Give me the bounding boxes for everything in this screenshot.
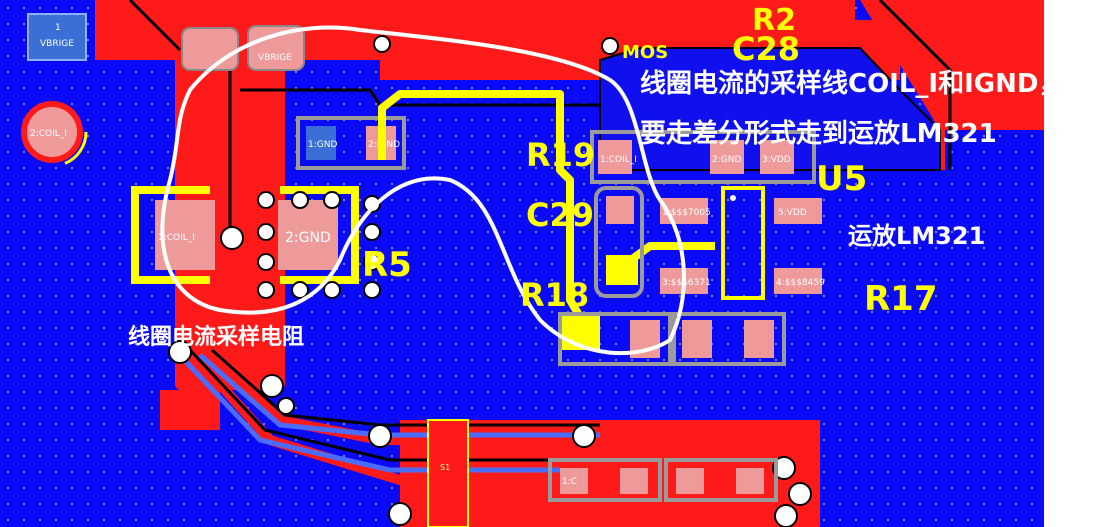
r17-outline: [672, 312, 786, 366]
vbrige-pad-label: VBRIGE: [40, 39, 74, 49]
pad-top-mid: [181, 27, 239, 71]
sense-trace-end: [560, 312, 600, 350]
vbrige-pad-2-label: VBRIGE: [258, 53, 292, 63]
r5-vias: [168, 35, 812, 527]
bottom-pad-1-label: 1:C: [562, 477, 577, 487]
vbrige-pad-number: 1: [55, 23, 61, 33]
gnd-pad-label: 1:GND: [308, 140, 337, 150]
gnd-pad: [306, 126, 336, 160]
lm321-pad-5: [774, 198, 822, 224]
lm321-pin1-dot: [730, 195, 736, 201]
bottom-pad-2: [620, 468, 648, 494]
bottom-pad-1: [560, 468, 588, 494]
r17-pad-right: [744, 320, 774, 358]
lm321-pad-5-label: 5:VDD: [778, 208, 807, 218]
r5-silkscreen-left: [131, 186, 210, 284]
annotation-line-1: 线圈电流的采样线COIL_I和IGND，: [640, 68, 1064, 99]
trace-clearance: [128, 0, 952, 462]
coil-terminal-label: 2:COIL_I: [30, 129, 67, 139]
u5-pad-coil-label: 1:COIL_I: [600, 155, 637, 165]
lm321-pad-3-label: 3:$$$6371: [662, 278, 711, 288]
r5-gnd-pad-label: 2:GND: [285, 230, 331, 246]
r5-silkscreen-right: [280, 186, 359, 284]
annotation-opamp: 运放LM321: [848, 222, 985, 250]
c28-label: C28: [732, 30, 800, 68]
annotation-resistor: 线圈电流采样电阻: [128, 324, 304, 350]
bottom-component-a-label: S1: [440, 463, 450, 472]
lm321-pad-1-label: 1:$$$7005: [662, 208, 711, 218]
bottom-component-a: [427, 419, 469, 527]
igdn-component-outline: [296, 116, 406, 170]
u5-pad-coil: [598, 140, 632, 174]
copper-pour-region: [599, 47, 941, 171]
u5-outline: [590, 130, 816, 184]
bottom-pad-3: [676, 468, 704, 494]
coil-terminal-ring: [16, 96, 88, 168]
r18-label: R18: [520, 276, 589, 314]
annotation-line-2: 要走差分形式走到运放LM321: [640, 118, 997, 149]
bottom-component-b: [548, 458, 662, 502]
r5-coil-pad-label: 1:COIL_I: [158, 233, 195, 243]
vbrige-pad-2: [247, 25, 305, 71]
lm321-pad-4-label: 4:$$$8459: [776, 278, 825, 288]
r2-label: R2: [752, 3, 796, 38]
sense-trace-pad: [606, 255, 638, 285]
r19-label: R19: [526, 136, 595, 174]
u5-pad-vdd: [760, 140, 794, 174]
vbrige-pad: [27, 13, 87, 61]
r5-label: R5: [362, 245, 412, 285]
lm321-body-outline: [721, 186, 765, 300]
coil-terminal-pad: [21, 101, 83, 163]
lm321-pad-4: [774, 268, 822, 294]
c29-label: C29: [526, 196, 594, 234]
r17-label: R17: [864, 279, 938, 319]
c29-pad-top: [606, 196, 634, 224]
bottom-component-c: [664, 458, 778, 502]
bottom-pad-4: [736, 468, 764, 494]
bottom-diff-pair: [173, 348, 600, 473]
u5-pad-vdd-label: 3:VDD: [762, 155, 791, 165]
annotation-loop: [160, 25, 686, 356]
mos-label: MOS: [622, 42, 668, 63]
c29-outline: [594, 186, 644, 298]
u5-pad-gnd: [710, 140, 744, 174]
u5-pad-gnd-label: 2:GND: [712, 155, 741, 165]
r5-gnd-pad: [278, 200, 338, 270]
r17-pad-left: [682, 320, 712, 358]
u5-label: U5: [816, 159, 867, 199]
